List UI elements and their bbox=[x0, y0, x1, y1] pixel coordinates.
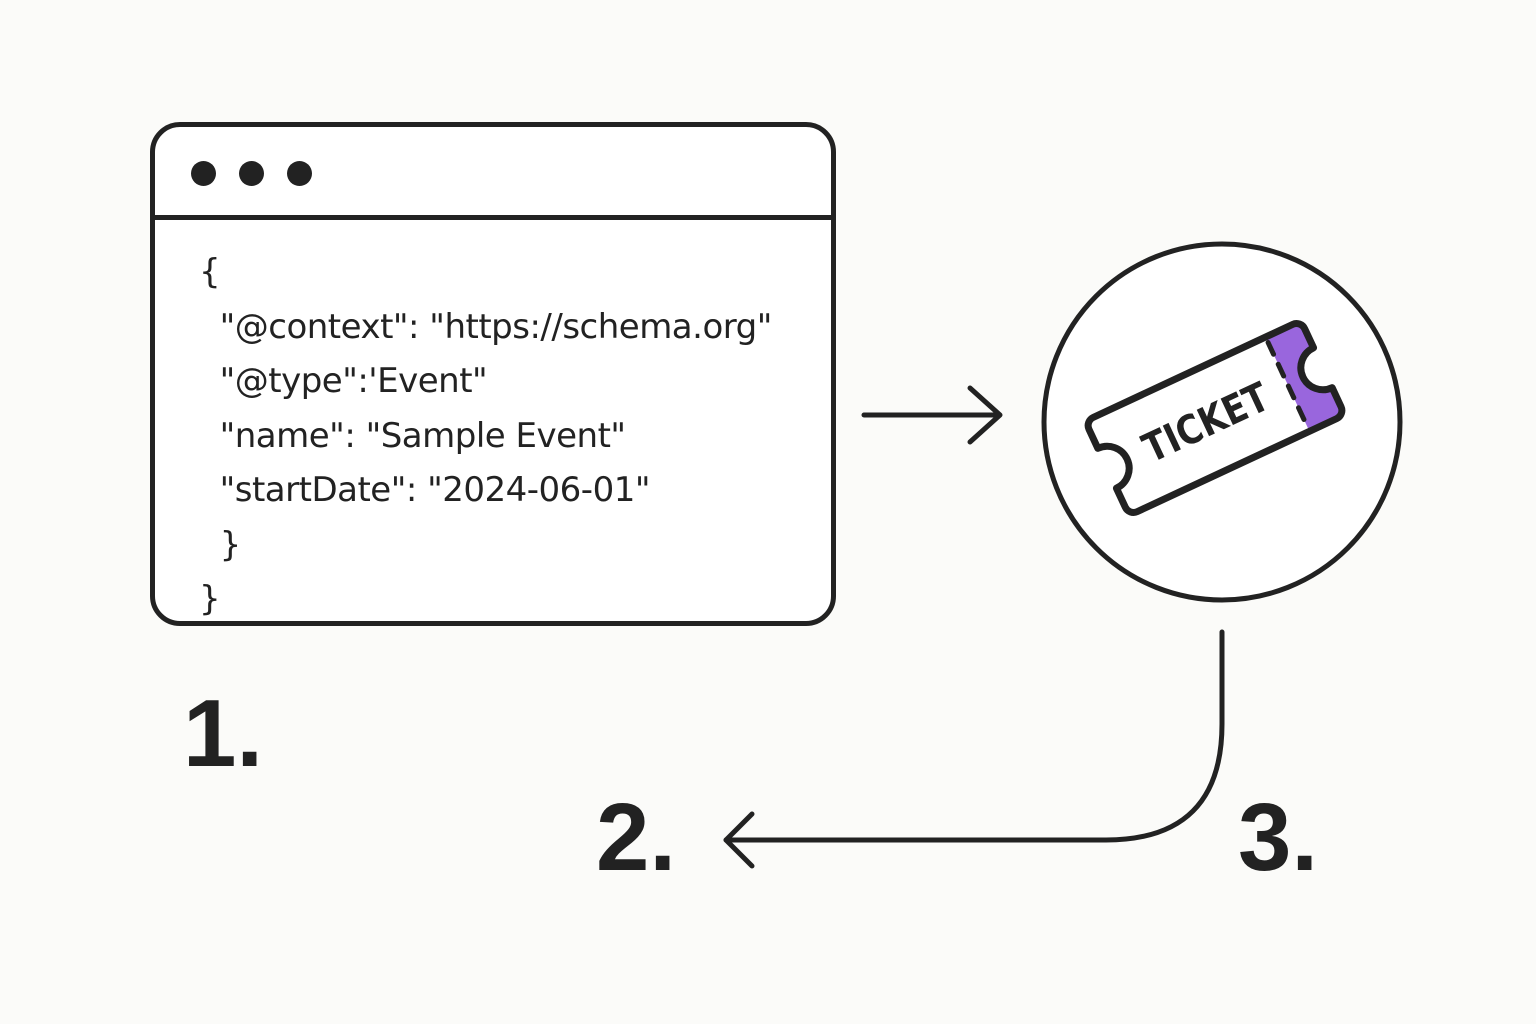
window-dot-icon bbox=[191, 161, 216, 186]
json-ld-code: { "@context": "https://schema.org" "@typ… bbox=[199, 245, 772, 627]
arrow-right-icon bbox=[861, 385, 1003, 445]
window-dot-icon bbox=[287, 161, 312, 186]
window-title-bar bbox=[155, 127, 831, 220]
code-line: "name": "Sample Event" bbox=[199, 415, 626, 456]
code-line: "@type":'Event" bbox=[199, 361, 488, 401]
step-number-3: 3. bbox=[1238, 784, 1319, 891]
arrow-curved-left-icon bbox=[723, 629, 1225, 869]
step-number-2: 2. bbox=[596, 784, 677, 891]
step-number-1: 1. bbox=[183, 680, 264, 787]
window-dot-icon bbox=[239, 161, 264, 186]
code-window: { "@context": "https://schema.org" "@typ… bbox=[150, 122, 836, 626]
code-line: } bbox=[199, 579, 221, 619]
code-line: { bbox=[199, 252, 221, 292]
code-line: "startDate": "2024-06-01" bbox=[199, 470, 651, 510]
code-line: } bbox=[199, 524, 242, 565]
code-line: "@context": "https://schema.org" bbox=[199, 306, 773, 347]
